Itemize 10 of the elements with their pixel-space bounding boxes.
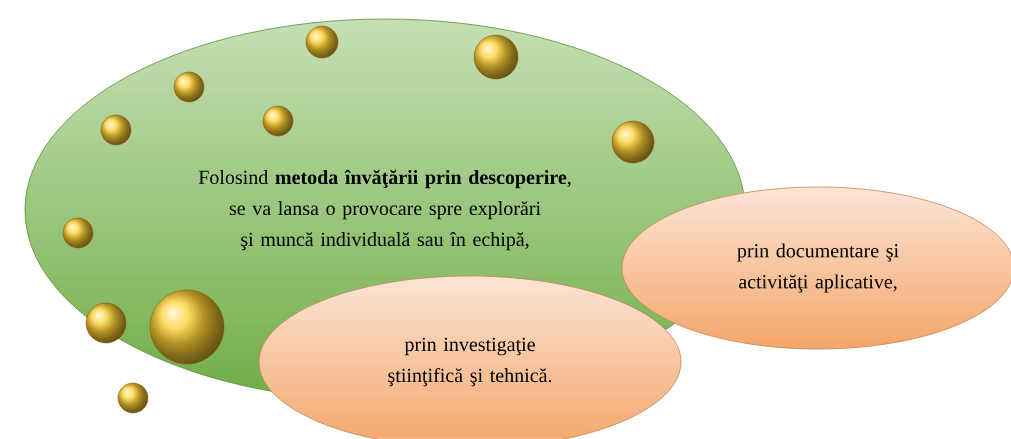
bubble: [117, 382, 149, 414]
bubble: [473, 34, 519, 80]
bubble: [262, 105, 294, 137]
bubble: [611, 120, 655, 164]
bubble: [62, 217, 94, 249]
bubble: [173, 71, 205, 103]
bubble: [100, 114, 132, 146]
bubble: [305, 25, 339, 59]
bubble: [85, 302, 127, 344]
bubble: [149, 289, 225, 365]
